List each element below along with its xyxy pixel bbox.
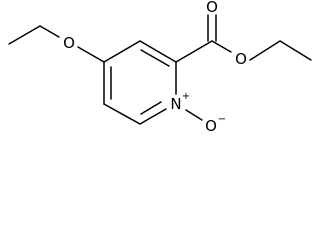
ring-bond-n1-c6: [139, 108, 167, 125]
pyridine-ring: [103, 40, 177, 125]
ester-group: [175, 14, 312, 63]
ring-bond-n1-c6-inner: [140, 101, 162, 115]
carbonyl-ester-oxygen-bond: [211, 40, 232, 53]
ethoxy-ch2-bond: [39, 25, 60, 38]
ester-oxygen-ch2-bond: [249, 40, 281, 61]
oxide-oxygen-label: O: [205, 117, 217, 135]
ring-bond-c3-c2-inner: [140, 49, 170, 67]
chemical-structure-diagram: O N + O − O O: [8, 0, 312, 135]
nitrogen-positive-charge: +: [182, 91, 190, 102]
ether-oxygen-label: O: [63, 34, 75, 52]
n-oxide-bond: [185, 109, 203, 121]
ring-bond-c3-c2: [139, 40, 177, 63]
ether-oxygen-ring-bond: [77, 46, 105, 63]
ester-oxygen-label: O: [235, 50, 247, 68]
ester-ch2-ch3-bond: [279, 40, 312, 61]
oxide-negative-charge: −: [218, 114, 226, 125]
ring-nitrogen-label: N: [170, 95, 181, 113]
ring-bond-c4-c3: [103, 40, 141, 63]
carbonyl-oxygen-label: O: [206, 0, 218, 16]
ring-bond-c6-c5: [103, 103, 141, 125]
ethoxy-ch3-bond: [8, 25, 41, 45]
ethoxy-group: [8, 25, 105, 63]
ring-carbonyl-bond: [175, 40, 213, 63]
